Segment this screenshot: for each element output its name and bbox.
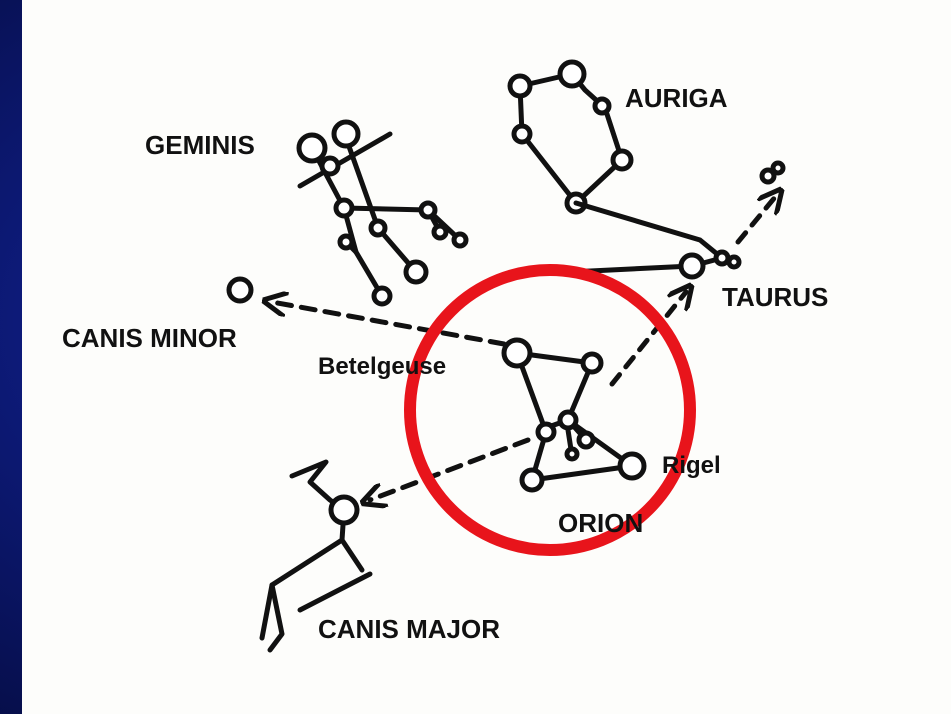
orion-highlight-ring [410,270,690,550]
label-orion: ORION [558,508,643,538]
label-canis-minor: CANIS MINOR [62,323,237,353]
label-auriga: AURIGA [625,83,728,113]
label-canis-major: CANIS MAJOR [318,614,500,644]
label-betelgeuse: Betelgeuse [318,353,446,380]
label-rigel: Rigel [662,452,721,479]
label-taurus: TAURUS [722,282,828,312]
geminis-constellation [299,122,466,304]
auriga-constellation [510,62,631,212]
canis-minor-constellation [229,279,504,344]
label-geminis: GEMINIS [145,130,255,160]
